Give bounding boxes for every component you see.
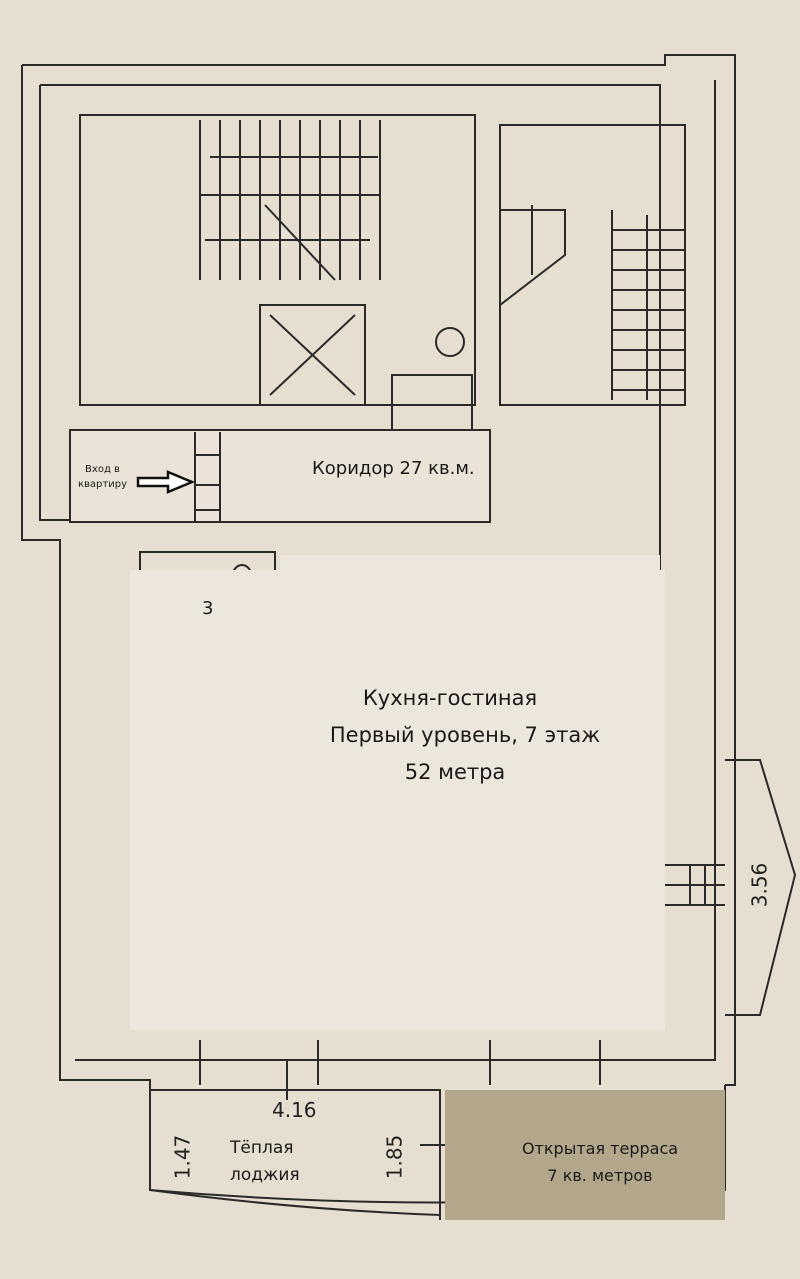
living-label-line2: Первый уровень, 7 этаж bbox=[329, 723, 601, 747]
loggia-length-dimension: 4.16 bbox=[272, 1098, 317, 1122]
bay-window bbox=[725, 759, 797, 1016]
entrance-label: Вход в квартиру bbox=[78, 462, 127, 492]
corridor bbox=[69, 429, 491, 523]
stairs-upper bbox=[199, 120, 381, 281]
round-column bbox=[435, 327, 465, 357]
bathroom-label: 3 bbox=[202, 598, 214, 619]
bay-width-dimension: 3.56 bbox=[747, 862, 772, 908]
corridor-label: Коридор 27 кв.м. bbox=[312, 458, 475, 479]
living-room-label: Кухня-гостиная Первый уровень, 7 этаж 52… bbox=[300, 680, 630, 791]
loggia-right-dimension: 1.85 bbox=[382, 1134, 407, 1180]
living-label-line3: 52 метра bbox=[404, 760, 506, 784]
living-label-line1: Кухня-гостиная bbox=[362, 686, 538, 710]
entrance-label-line2: квартиру bbox=[78, 479, 127, 490]
terrace-label-line2: 7 кв. метров bbox=[547, 1166, 653, 1185]
terrace-label: Открытая терраса 7 кв. метров bbox=[490, 1135, 710, 1189]
loggia bbox=[149, 1089, 441, 1220]
loggia-left-dimension: 1.47 bbox=[170, 1134, 195, 1180]
terrace bbox=[445, 1090, 725, 1220]
stairwell-left bbox=[79, 114, 476, 406]
entrance-arrow-icon bbox=[136, 470, 196, 494]
elevator-shaft bbox=[259, 304, 366, 406]
loggia-label: Тёплая лоджия bbox=[230, 1135, 300, 1189]
stairwell-right bbox=[499, 124, 686, 406]
loggia-label-line1: Тёплая bbox=[230, 1138, 294, 1158]
loggia-label-line2: лоджия bbox=[230, 1165, 300, 1185]
living-room bbox=[130, 570, 665, 1030]
terrace-label-line1: Открытая терраса bbox=[521, 1139, 679, 1158]
stairs-right bbox=[499, 205, 686, 400]
entrance-label-line1: Вход в bbox=[85, 464, 120, 475]
